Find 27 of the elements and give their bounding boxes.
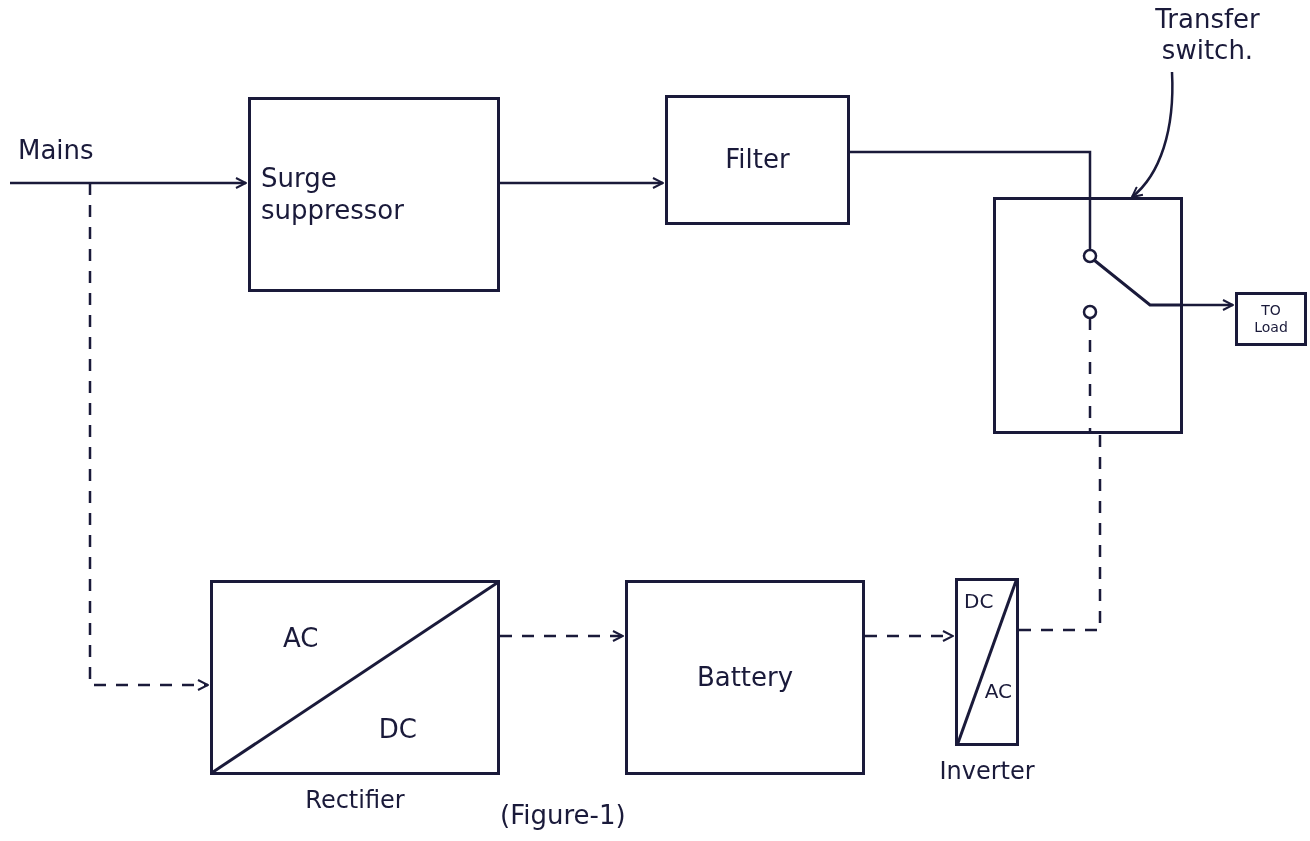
connector-line [1019, 434, 1102, 632]
arrow [10, 177, 247, 189]
block-text: Battery [696, 661, 794, 694]
arrow [865, 630, 954, 642]
arrow [500, 630, 624, 642]
figure-caption: (Figure-1) [500, 800, 626, 830]
block-text: TO Load [1253, 302, 1289, 336]
block-box [665, 95, 850, 225]
block-text: DC [378, 714, 417, 744]
block-text: Mains [18, 135, 94, 167]
block-box [1235, 292, 1307, 346]
block-text: DC [964, 589, 994, 613]
block-caption: Inverter [938, 757, 1036, 785]
block-text: Surge suppressor [261, 163, 405, 226]
connector-line [850, 150, 1092, 197]
switch-box [993, 197, 1183, 434]
arrow [1183, 299, 1234, 311]
arrow [500, 177, 664, 189]
block-text: AC [283, 623, 319, 653]
block-text: Filter [725, 144, 790, 176]
block-box [625, 580, 865, 775]
arrow [88, 183, 209, 691]
leader-arrow [1131, 71, 1174, 198]
block-box [248, 97, 500, 292]
block-text: Transfer switch. [1154, 3, 1261, 67]
block-text: AC [984, 679, 1012, 703]
block-caption: Rectifier [304, 786, 406, 814]
